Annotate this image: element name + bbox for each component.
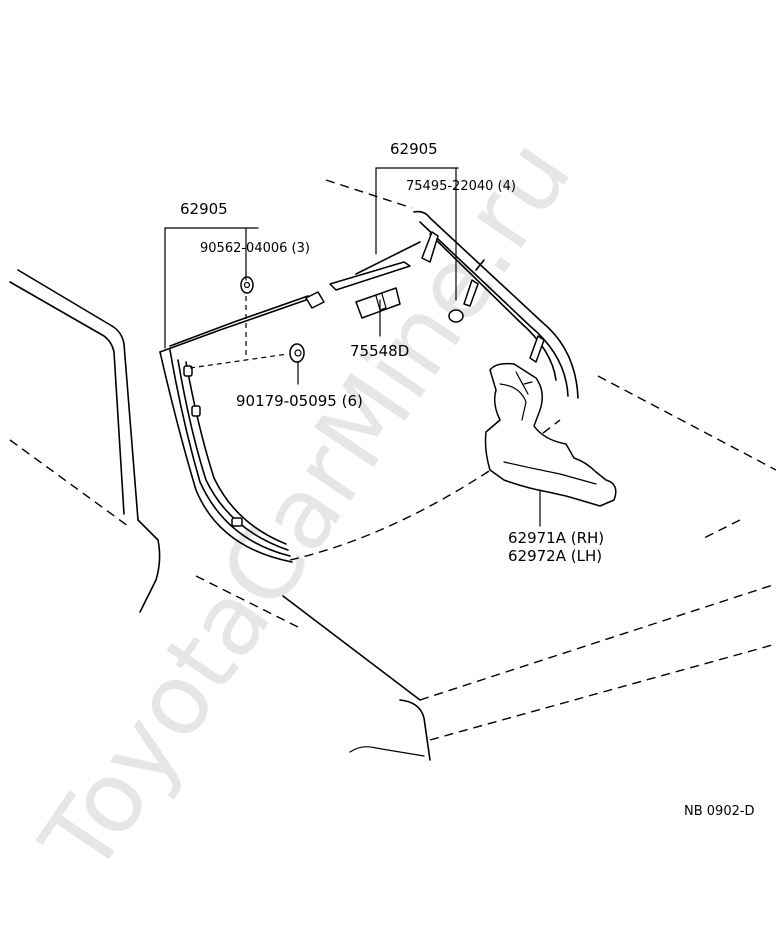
clip-75548d-part xyxy=(355,287,401,319)
seal-part xyxy=(484,362,617,507)
side-window xyxy=(9,269,161,613)
fasteners xyxy=(189,276,464,369)
pillar-moulding-right xyxy=(413,210,579,399)
label-seal-rh: 62971A (RH) xyxy=(508,529,604,547)
watermark: ToyotaCarMine.ru xyxy=(20,120,594,894)
diagram-code: NB 0902-D xyxy=(684,804,755,819)
roof-moulding xyxy=(329,241,421,291)
label-group-right: 62905 xyxy=(390,140,438,158)
labels: 62905 90562-04006 (3) 62905 75495-22040 … xyxy=(180,140,755,819)
label-seal-lh: 62972A (LH) xyxy=(508,547,602,565)
leader-lines xyxy=(164,167,541,527)
label-clip-left: 90562-04006 (3) xyxy=(200,241,310,256)
label-clip-right: 75495-22040 (4) xyxy=(406,179,516,194)
label-group-left: 62905 xyxy=(180,200,228,218)
pillar-moulding-left xyxy=(159,291,325,563)
label-nut: 90179-05095 (6) xyxy=(236,392,363,410)
label-clip-center: 75548D xyxy=(350,342,409,360)
